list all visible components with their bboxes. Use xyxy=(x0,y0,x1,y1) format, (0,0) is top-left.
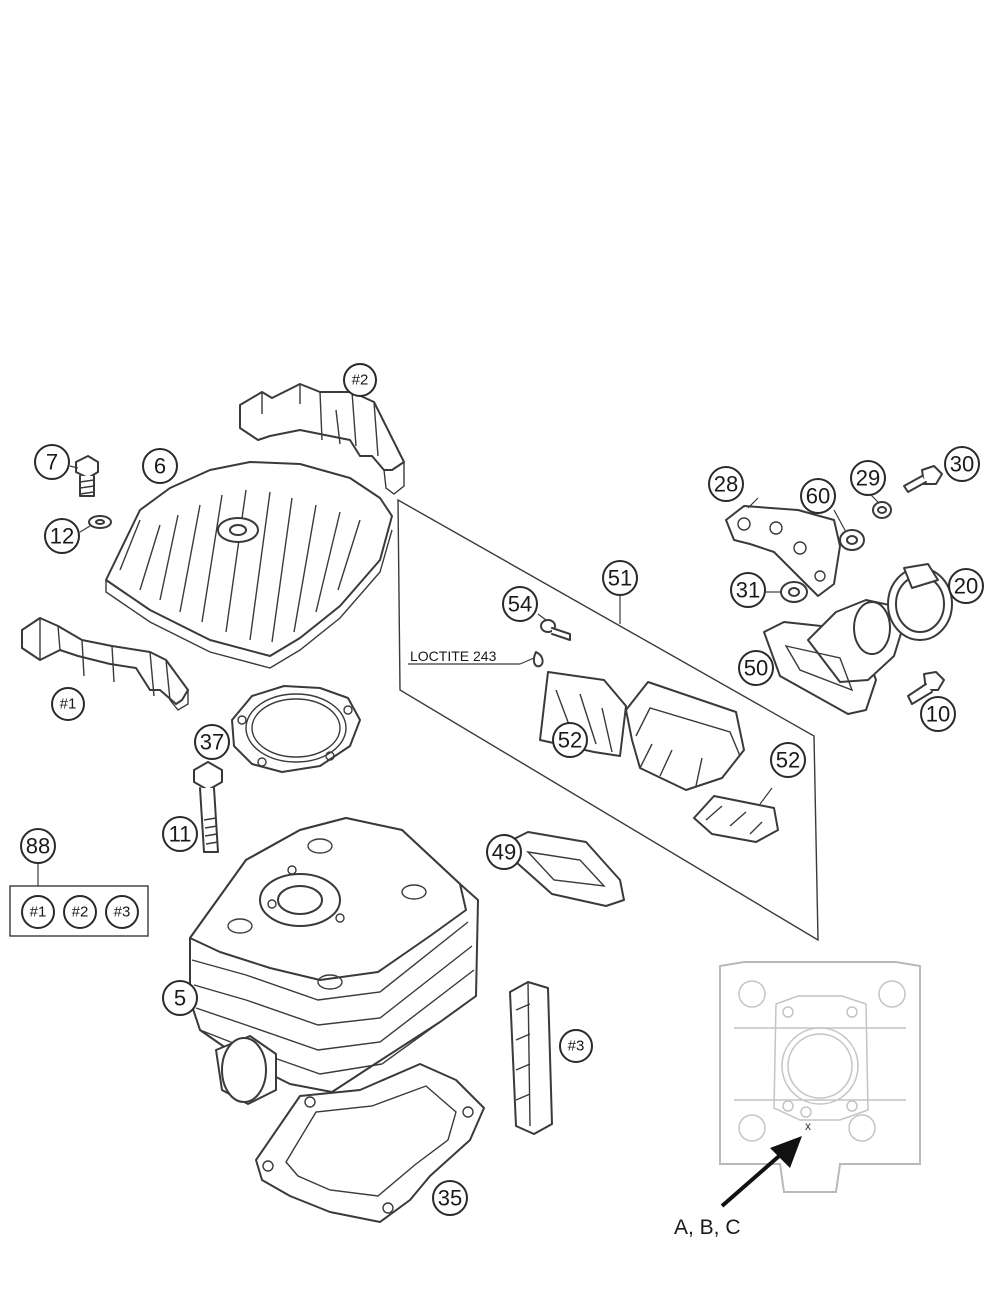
callout-p52b: 52 xyxy=(770,742,806,778)
svg-text:88: 88 xyxy=(26,834,50,859)
kit-item-1: #1 xyxy=(21,895,55,929)
svg-text:20: 20 xyxy=(954,574,978,599)
svg-text:#2: #2 xyxy=(352,372,369,389)
reed-valve-block xyxy=(625,681,745,791)
callout-p54: 54 xyxy=(502,586,538,622)
base-gasket-part-35 xyxy=(255,1063,485,1223)
reed-petal-part-52b xyxy=(693,795,779,843)
bracket-part-2 xyxy=(239,383,405,495)
svg-text:30: 30 xyxy=(950,452,974,477)
svg-text:#3: #3 xyxy=(568,1038,585,1055)
svg-text:31: 31 xyxy=(736,578,760,603)
svg-text:50: 50 xyxy=(744,656,768,681)
callout-p52a: 52 xyxy=(552,722,588,758)
callout-p20: 20 xyxy=(948,568,984,604)
svg-text:#3: #3 xyxy=(114,904,131,921)
bolt-part-7 xyxy=(75,455,99,497)
callout-p5: 5 xyxy=(162,980,198,1016)
callout-p1: #1 xyxy=(51,687,85,721)
reed-valve-assembly-frame-51 xyxy=(397,498,819,942)
callout-p50: 50 xyxy=(738,650,774,686)
bracket-part-3 xyxy=(509,981,553,1135)
kit-item-3: #3 xyxy=(105,895,139,929)
washer-part-12 xyxy=(88,515,112,529)
cylinder-part-5 xyxy=(189,817,479,1105)
callout-p11: 11 xyxy=(162,816,198,852)
callout-p6: 6 xyxy=(142,448,178,484)
callout-p37: 37 xyxy=(194,724,230,760)
svg-text:#1: #1 xyxy=(60,696,77,713)
intake-gasket-part-49 xyxy=(507,831,625,907)
svg-text:#2: #2 xyxy=(72,904,89,921)
svg-text:51: 51 xyxy=(608,566,632,591)
screw-part-54 xyxy=(532,619,571,668)
callout-p31: 31 xyxy=(730,572,766,608)
intake-manifold-part-50 xyxy=(763,599,903,715)
callout-p30: 30 xyxy=(944,446,980,482)
stud-part-11 xyxy=(193,761,223,853)
hose-clamp-part-20 xyxy=(887,563,953,641)
callout-p60: 60 xyxy=(800,478,836,514)
callout-p88: 88 xyxy=(20,828,56,864)
sleeve-part-60 xyxy=(839,529,865,551)
callout-p51: 51 xyxy=(602,560,638,596)
kit-item-2: #2 xyxy=(63,895,97,929)
washer-part-29 xyxy=(872,501,892,519)
kit-88-box xyxy=(9,862,149,937)
callout-p7: 7 xyxy=(34,444,70,480)
svg-text:49: 49 xyxy=(492,840,516,865)
reference-label: A, B, C xyxy=(674,1216,741,1239)
loctite-note: LOCTITE 243 xyxy=(410,648,497,664)
svg-text:37: 37 xyxy=(200,730,224,755)
bolt-part-30 xyxy=(903,465,943,493)
bracket-part-28 xyxy=(725,505,841,597)
callout-p3: #3 xyxy=(559,1029,593,1063)
svg-text:52: 52 xyxy=(558,728,582,753)
callout-p10: 10 xyxy=(920,696,956,732)
svg-text:54: 54 xyxy=(508,592,532,617)
svg-text:35: 35 xyxy=(438,1186,462,1211)
bolt-part-10 xyxy=(907,671,945,705)
svg-text:5: 5 xyxy=(174,986,186,1011)
svg-text:60: 60 xyxy=(806,484,830,509)
callout-p2: #2 xyxy=(343,363,377,397)
callout-p12: 12 xyxy=(44,518,80,554)
svg-text:28: 28 xyxy=(714,472,738,497)
callout-p35: 35 xyxy=(432,1180,468,1216)
svg-text:11: 11 xyxy=(169,822,192,847)
position-marker: x xyxy=(805,1119,811,1133)
reference-arrow xyxy=(720,1136,802,1208)
callout-p29: 29 xyxy=(850,460,886,496)
cylinder-top-detail-view: x xyxy=(719,961,921,1193)
washer-part-31 xyxy=(780,581,808,603)
bracket-part-1 xyxy=(21,617,189,711)
callout-p28: 28 xyxy=(708,466,744,502)
svg-text:52: 52 xyxy=(776,748,800,773)
callout-p49: 49 xyxy=(486,834,522,870)
svg-text:#1: #1 xyxy=(30,904,47,921)
svg-text:6: 6 xyxy=(154,454,166,479)
svg-text:12: 12 xyxy=(50,524,74,549)
svg-text:10: 10 xyxy=(926,702,950,727)
head-gasket-part-37 xyxy=(231,685,361,773)
svg-text:29: 29 xyxy=(856,466,880,491)
svg-text:7: 7 xyxy=(46,450,58,475)
cylinder-head-part-6 xyxy=(105,461,393,669)
